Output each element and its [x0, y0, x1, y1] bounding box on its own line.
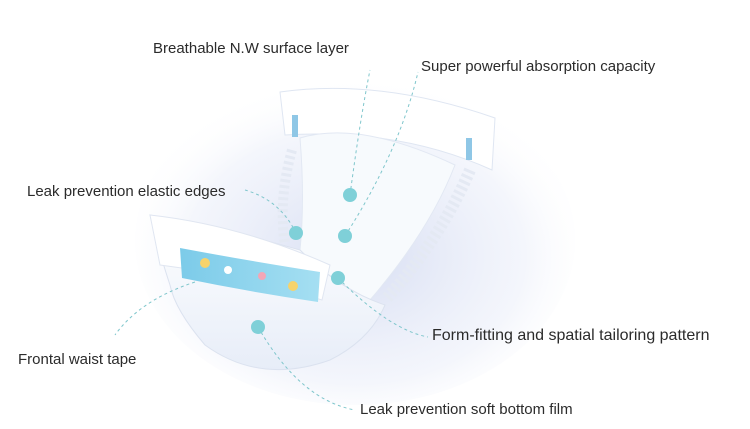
frontal-waist-tape-graphic: [180, 248, 320, 302]
absorbent-core: [299, 132, 456, 301]
leader-line-bottom-film: [257, 326, 356, 411]
callout-dot-tailoring: [331, 271, 345, 285]
callout-dots: [251, 188, 357, 334]
callout-dot-absorption: [338, 229, 352, 243]
leader-line-breathable: [349, 69, 371, 196]
callout-dot-breathable: [343, 188, 357, 202]
label-bottom-film: Leak prevention soft bottom film: [360, 401, 573, 418]
label-absorption-capacity: Super powerful absorption capacity: [421, 58, 656, 75]
callout-dot-elastic: [289, 226, 303, 240]
label-breathable-surface: Breathable N.W surface layer: [153, 40, 349, 57]
tape-print-4: [288, 281, 298, 291]
label-frontal-waist-tape: Frontal waist tape: [18, 351, 137, 368]
label-tailoring-pattern: Form-fitting and spatial tailoring patte…: [432, 327, 710, 344]
side-tab-left: [292, 115, 298, 137]
side-tab-right: [466, 138, 472, 160]
callout-dot-bottom-film: [251, 320, 265, 334]
elastic-edge-left: [277, 148, 297, 246]
tape-print-3: [258, 272, 266, 280]
tape-print-2: [224, 266, 232, 274]
tape-print-1: [200, 258, 210, 268]
label-elastic-edges: Leak prevention elastic edges: [27, 183, 226, 200]
